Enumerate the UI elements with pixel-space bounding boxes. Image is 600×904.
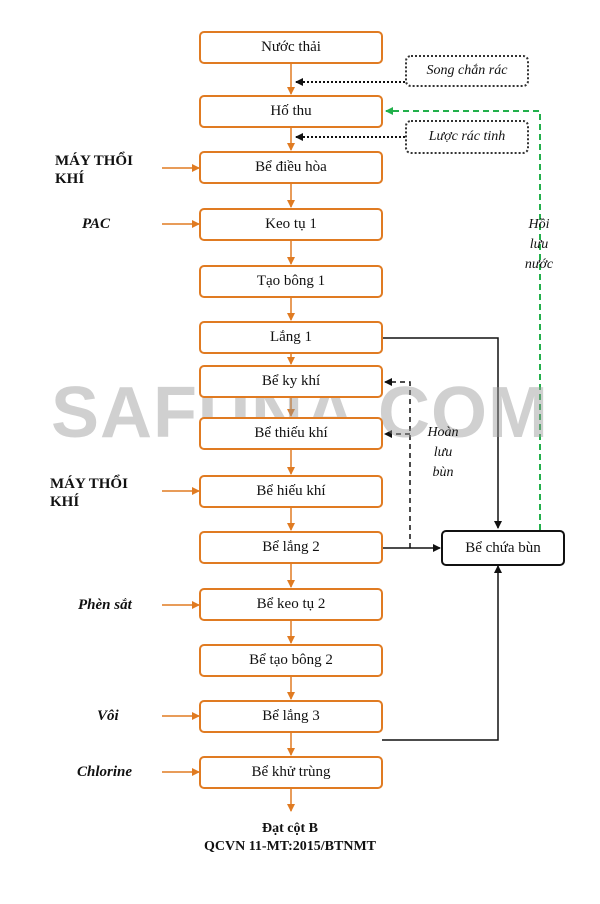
step-label: Nước thải xyxy=(261,39,321,55)
step-label: Lắng 1 xyxy=(269,329,313,345)
step-label: Bể lắng 2 xyxy=(262,539,320,555)
water-return-note: Hồi lưu nước xyxy=(516,215,562,275)
pac-text: PAC xyxy=(82,216,111,232)
blower-label-1: MÁY THỔI KHÍ xyxy=(55,152,133,188)
chlorine-text: Chlorine xyxy=(77,764,133,780)
chlorine-label: Chlorine xyxy=(77,763,132,781)
step-label: Bể hiếu khí xyxy=(256,483,326,499)
note-line: Hồi xyxy=(528,217,550,232)
step-anaerobic: Bể ky khí xyxy=(199,365,383,398)
lime-text: Vôi xyxy=(97,708,119,724)
step-settling-1: Lắng 1 xyxy=(199,321,383,354)
lime-label: Vôi xyxy=(97,707,119,725)
step-label: Bể tạo bông 2 xyxy=(249,652,333,668)
step-settling-2: Bể lắng 2 xyxy=(199,531,383,564)
step-label: Bể lắng 3 xyxy=(262,708,320,724)
sludge-return-note: Hoàn lưu bùn xyxy=(420,423,466,483)
step-label: Bể khử trùng xyxy=(251,764,331,780)
step-coagulation-2: Bể keo tụ 2 xyxy=(199,588,383,621)
step-collection-pit: Hố thu xyxy=(199,95,383,128)
blower-label-line: MÁY THỔI xyxy=(55,153,133,169)
sludge-tank-label: Bể chứa bùn xyxy=(465,539,541,556)
sludge-return-lines xyxy=(384,378,411,548)
pac-label: PAC xyxy=(82,215,110,233)
step-flocculation-1: Tạo bông 1 xyxy=(199,265,383,298)
step-label: Bể ky khí xyxy=(261,373,321,389)
step-settling-3: Bể lắng 3 xyxy=(199,700,383,733)
note-line: nước xyxy=(524,257,554,272)
step-coagulation-1: Keo tụ 1 xyxy=(199,208,383,241)
ferric-label: Phèn sắt xyxy=(78,596,132,614)
note-line: bùn xyxy=(432,465,454,480)
coarse-screen-label: Song chắn rác xyxy=(426,63,508,78)
note-line: lưu xyxy=(529,237,549,252)
coarse-screen-box: Song chắn rác xyxy=(405,55,529,87)
ferric-text: Phèn sắt xyxy=(78,597,132,613)
step-label: Keo tụ 1 xyxy=(265,216,317,232)
output-line: QCVN 11-MT:2015/BTNMT xyxy=(203,839,376,854)
note-line: lưu xyxy=(433,445,453,460)
blower-label-line: MÁY THỔI xyxy=(50,476,128,492)
note-line: Hoàn xyxy=(427,425,459,440)
step-disinfection: Bể khử trùng xyxy=(199,756,383,789)
blower-label-line: KHÍ xyxy=(50,494,80,510)
blower-label-line: KHÍ xyxy=(55,171,85,187)
step-wastewater: Nước thải xyxy=(199,31,383,64)
step-label: Tạo bông 1 xyxy=(256,273,326,289)
step-anoxic: Bể thiếu khí xyxy=(199,417,383,450)
step-flocculation-2: Bể tạo bông 2 xyxy=(199,644,383,677)
step-equalization: Bể điều hòa xyxy=(199,151,383,184)
output-standard: Đạt cột B QCVN 11-MT:2015/BTNMT xyxy=(0,820,580,856)
input-arrows xyxy=(162,164,200,776)
step-label: Bể điều hòa xyxy=(255,159,327,175)
step-label: Bể thiếu khí xyxy=(254,425,328,441)
step-label: Bể keo tụ 2 xyxy=(256,596,326,612)
step-aerobic: Bể hiếu khí xyxy=(199,475,383,508)
water-return-line xyxy=(385,107,541,530)
fine-screen-label: Lược rác tinh xyxy=(428,129,506,144)
sludge-lines xyxy=(382,337,502,741)
sludge-tank: Bể chứa bùn xyxy=(441,530,565,566)
fine-screen-box: Lược rác tinh xyxy=(405,120,529,154)
step-label: Hố thu xyxy=(270,103,312,119)
blower-label-2: MÁY THỔI KHÍ xyxy=(50,475,128,511)
output-line: Đạt cột B xyxy=(262,821,318,836)
